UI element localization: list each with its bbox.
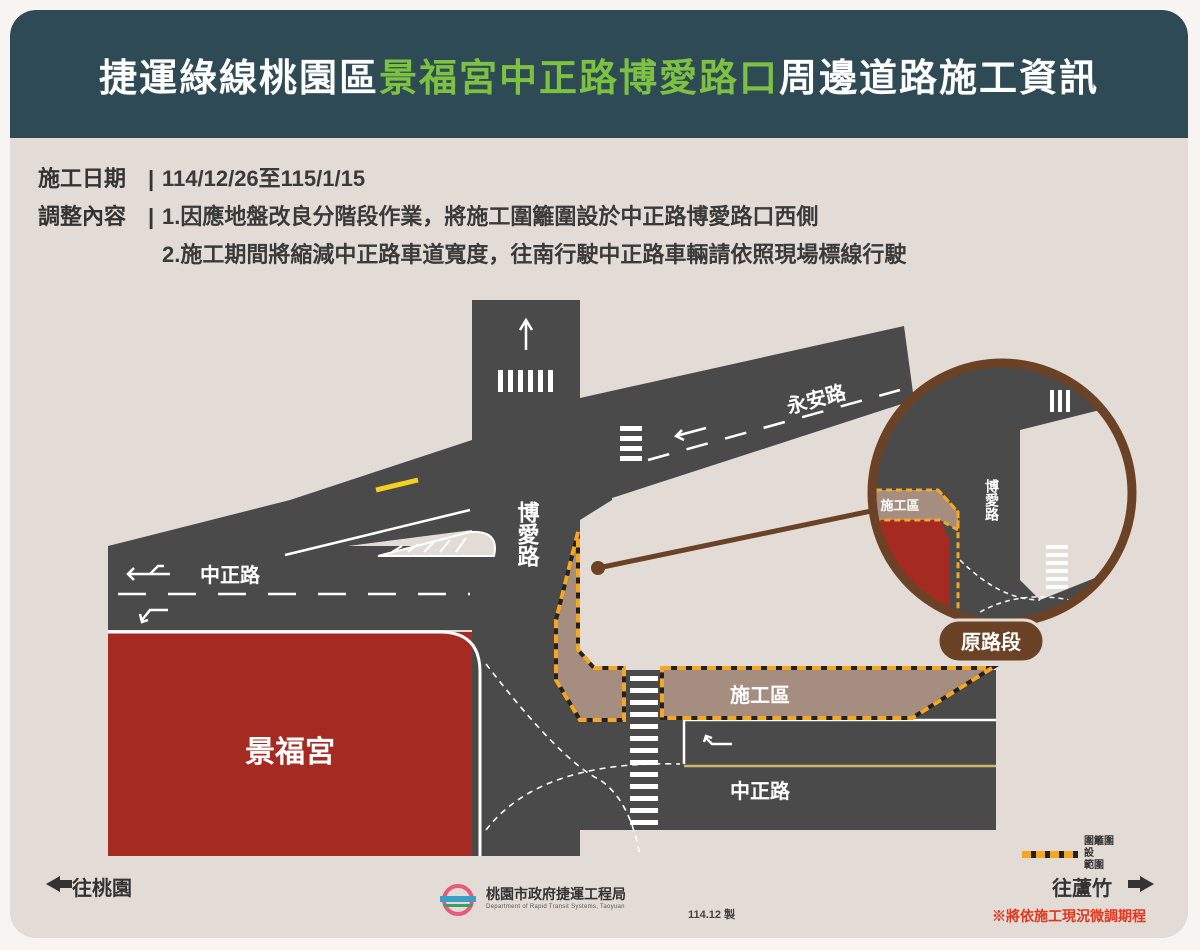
header-bar bbox=[10, 10, 1188, 138]
inset-connector bbox=[597, 507, 877, 571]
inset-badge-label: 原路段 bbox=[961, 630, 1021, 654]
logo-icon bbox=[440, 884, 476, 916]
divider: | bbox=[148, 166, 155, 191]
inset-badge bbox=[936, 618, 1046, 664]
info-section: 施工日期 | 114/12/26至115/1/15 調整內容 | 1.因應地盤改… bbox=[38, 160, 906, 274]
legend-line-1: 圍籬圍設 bbox=[1084, 836, 1114, 859]
left-turn-arrow-icon bbox=[138, 608, 168, 624]
schedule-note: ※將依施工現況微調期程 bbox=[992, 908, 1146, 924]
arrow-icons bbox=[126, 317, 732, 746]
detail-inset: 施工區 博愛路 原路段 bbox=[867, 358, 1137, 664]
chevron-marks bbox=[391, 537, 467, 553]
left-arrow-icon bbox=[126, 564, 170, 581]
left-turn-arrow-icon bbox=[702, 734, 732, 746]
agency-logo: 桃園市政府捷運工程局 Department of Rapid Transit S… bbox=[440, 884, 626, 910]
date-value: 114/12/26至115/1/15 bbox=[162, 166, 366, 191]
direction-east: 往蘆竹 bbox=[1052, 872, 1150, 901]
work-zones: 施工區 bbox=[554, 531, 999, 722]
title-part-2: 景福宮中正路博愛路口 bbox=[378, 57, 779, 100]
inset-pointer bbox=[591, 561, 605, 575]
temple-block bbox=[108, 632, 472, 856]
yellow-line bbox=[375, 477, 419, 493]
direction-east-label: 往蘆竹 bbox=[1052, 878, 1112, 900]
road-label-boai: 博愛路 bbox=[515, 500, 540, 567]
divider: | bbox=[148, 204, 155, 229]
agency-name: 桃園市政府捷運工程局 bbox=[486, 886, 626, 902]
guide-lines bbox=[485, 663, 681, 857]
fence-legend-swatch bbox=[1022, 850, 1078, 858]
content-label: 調整內容 bbox=[38, 204, 127, 229]
legend-line-2: 範圍 bbox=[1084, 860, 1104, 871]
content-line-2: 2.施工期間將縮減中正路車道寬度，往南行駛中正路車輛請依照現場標線行駛 bbox=[162, 242, 907, 267]
agency-name-english: Department of Rapid Transit Systems, Tao… bbox=[486, 904, 625, 910]
title-part-3: 周邊道路施工資訊 bbox=[779, 57, 1100, 100]
fence-legend: 圍籬圍設 範圍 bbox=[1022, 836, 1114, 872]
page-title: 捷運綠線桃園區 景福宮中正路博愛路口 周邊道路施工資訊 bbox=[10, 10, 1188, 138]
inset-work-zone-label: 施工區 bbox=[880, 498, 919, 513]
content-line-1: 1.因應地盤改良分階段作業，將施工圍籬圍設於中正路博愛路口西側 bbox=[162, 204, 819, 229]
left-arrow-icon bbox=[673, 426, 707, 442]
road-label-zhongzheng-east: 中正路 bbox=[730, 779, 791, 803]
title-part-1: 捷運綠線桃園區 bbox=[98, 57, 379, 100]
left-arrow-icon bbox=[46, 876, 72, 892]
road-label-zhongzheng-west: 中正路 bbox=[200, 563, 261, 587]
inset-boai-label: 博愛路 bbox=[984, 478, 1000, 521]
temple-curb bbox=[108, 630, 482, 856]
direction-west: 往桃園 bbox=[34, 872, 132, 901]
temple-label: 景福宮 bbox=[245, 736, 335, 769]
date-label: 施工日期 bbox=[38, 166, 127, 191]
right-arrow-icon bbox=[1128, 876, 1154, 892]
up-arrow-icon bbox=[518, 317, 534, 350]
work-zone-label: 施工區 bbox=[730, 683, 790, 707]
production-date: 114.12 製 bbox=[688, 909, 736, 921]
direction-west-label: 往桃園 bbox=[72, 878, 132, 900]
crosswalks bbox=[498, 370, 658, 825]
